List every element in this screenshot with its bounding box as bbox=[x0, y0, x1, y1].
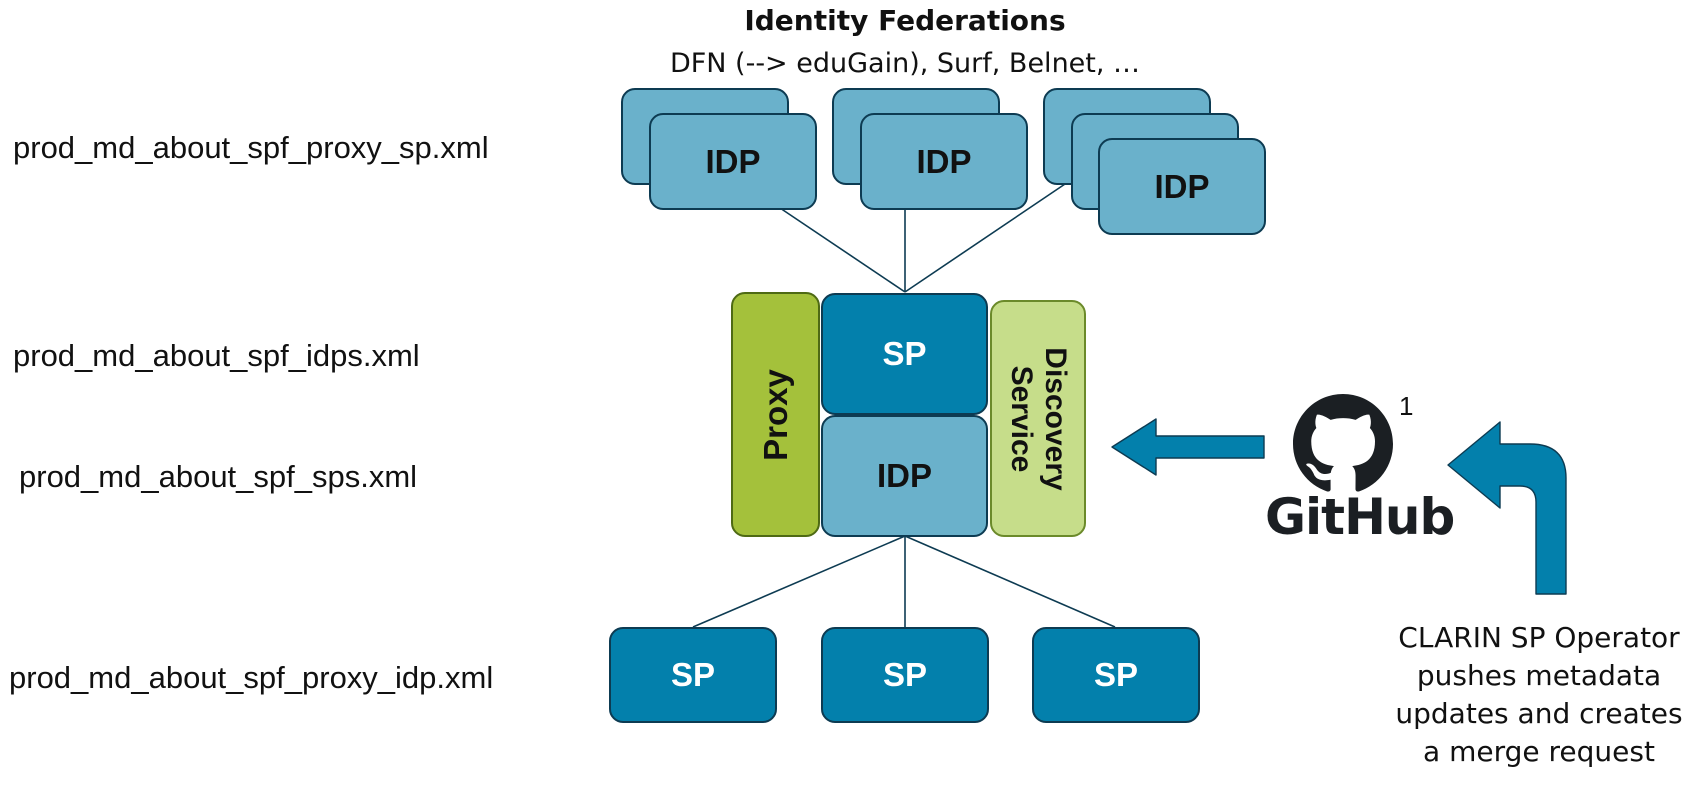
connector-idp1-proxy bbox=[779, 207, 906, 293]
discovery-label-line1: Discovery bbox=[1039, 346, 1072, 491]
federation-idp-box: IDP bbox=[649, 113, 817, 210]
discovery-label-line2: Service bbox=[1005, 365, 1038, 472]
file-label-idps: prod_md_about_spf_idps.xml bbox=[13, 338, 420, 373]
operator-line: a merge request bbox=[1423, 735, 1655, 768]
proxy-box: Proxy bbox=[731, 292, 820, 537]
discovery-service-box: Discovery Service bbox=[990, 300, 1086, 537]
clarin-sp-box: SP bbox=[1032, 627, 1200, 723]
operator-line: pushes metadata bbox=[1416, 659, 1662, 692]
file-label-proxy-idp: prod_md_about_spf_proxy_idp.xml bbox=[9, 660, 494, 695]
file-label-sps: prod_md_about_spf_sps.xml bbox=[19, 459, 418, 494]
proxy-idp-box: IDP bbox=[821, 415, 988, 537]
proxy-label: Proxy bbox=[756, 368, 794, 461]
file-label-proxy-sp: prod_md_about_spf_proxy_sp.xml bbox=[13, 130, 489, 165]
operator-description: CLARIN SP Operator pushes metadata updat… bbox=[1372, 619, 1706, 771]
github-wordmark: GitHub bbox=[1265, 488, 1455, 546]
clarin-sp-box: SP bbox=[821, 627, 989, 723]
arrow-curve-up-left-icon bbox=[1447, 421, 1567, 595]
federation-idp-box: IDP bbox=[860, 113, 1028, 210]
discovery-service-label: Discovery Service bbox=[1004, 347, 1072, 490]
arrow-left-icon bbox=[1111, 418, 1265, 476]
operator-line: updates and creates bbox=[1395, 697, 1683, 730]
federations-subtitle: DFN (--> eduGain), Surf, Belnet, … bbox=[669, 48, 1141, 79]
connector-proxy-sp3 bbox=[904, 535, 1116, 628]
github-octocat-icon bbox=[1293, 394, 1393, 492]
github-footnote: 1 bbox=[1399, 391, 1414, 421]
connector-idp3-proxy bbox=[904, 181, 1069, 293]
federation-idp-box: IDP bbox=[1098, 138, 1266, 235]
operator-line: CLARIN SP Operator bbox=[1398, 621, 1680, 654]
federations-title: Identity Federations bbox=[744, 4, 1066, 37]
proxy-sp-box: SP bbox=[821, 293, 988, 415]
connector-proxy-sp1 bbox=[692, 535, 906, 628]
clarin-sp-box: SP bbox=[609, 627, 777, 723]
